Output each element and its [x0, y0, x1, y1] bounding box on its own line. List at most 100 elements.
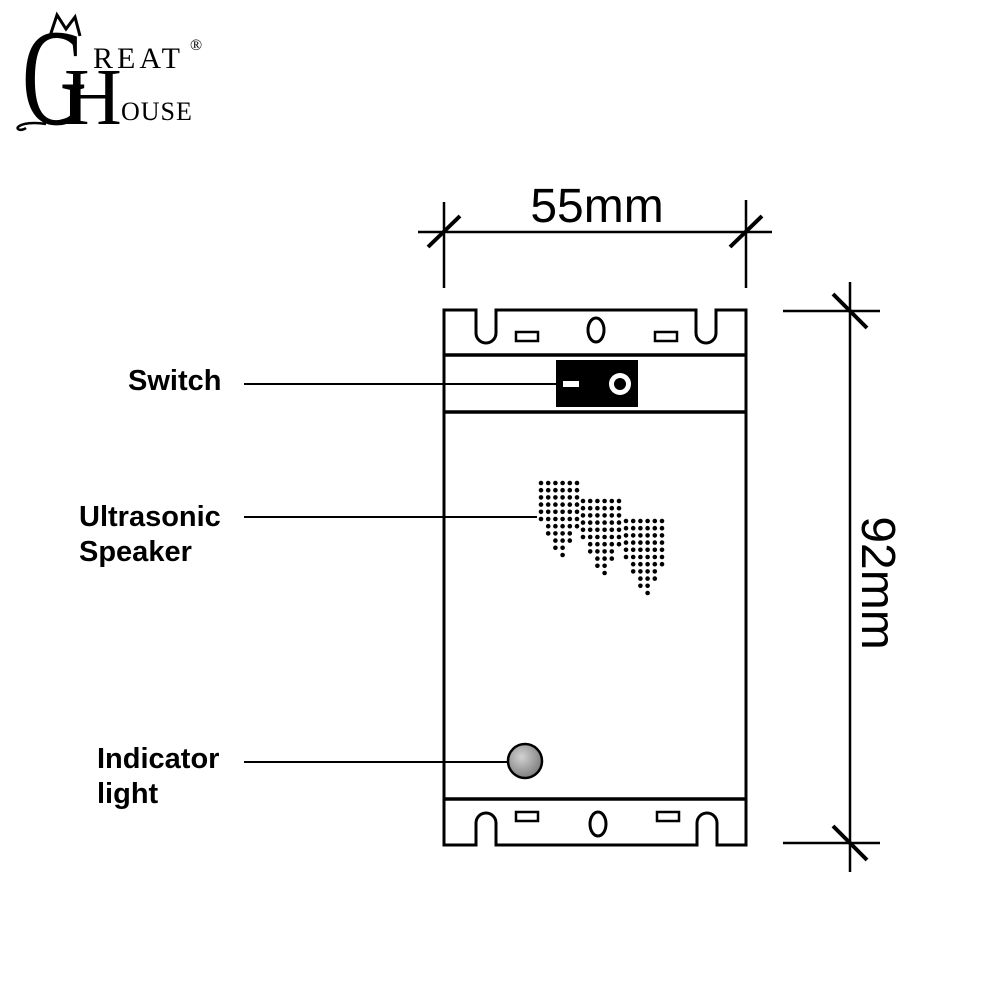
speaker-label-line1: Ultrasonic: [79, 501, 221, 533]
speaker-hole: [602, 505, 607, 511]
speaker-hole: [595, 563, 600, 569]
device-outline: [442, 308, 748, 847]
speaker-hole: [567, 531, 573, 536]
speaker-hole: [553, 487, 558, 493]
speaker-hole: [580, 505, 586, 511]
speaker-hole: [538, 487, 544, 493]
speaker-hole: [645, 561, 650, 567]
speaker-hole: [587, 527, 593, 533]
bottom-mount-slot-left: [514, 810, 540, 823]
logo-top-text: REAT: [93, 42, 184, 75]
speaker-hole: [616, 541, 622, 547]
speaker-hole: [538, 480, 544, 486]
indicator-label-line1: Indicator: [97, 743, 219, 775]
speaker-hole: [652, 533, 658, 538]
speaker-hole: [602, 549, 607, 554]
speaker-hole: [623, 525, 629, 531]
speaker-hole: [567, 480, 573, 486]
speaker-hole: [553, 545, 558, 551]
speaker-hole: [659, 547, 665, 553]
speaker-hole: [638, 576, 643, 581]
speaker-hole: [630, 561, 636, 567]
speaker-hole: [567, 516, 573, 522]
speaker-hole: [574, 495, 580, 500]
speaker-hole: [580, 527, 586, 533]
speaker-hole: [538, 502, 544, 507]
speaker-hole: [560, 552, 565, 558]
speaker-hole: [659, 525, 665, 531]
speaker-hole: [580, 534, 586, 540]
speaker-hole: [623, 533, 629, 538]
speaker-grille: [538, 480, 665, 596]
speaker-hole: [659, 561, 665, 567]
power-switch: [556, 360, 638, 407]
speaker-hole: [652, 518, 658, 524]
speaker-hole: [595, 513, 600, 518]
speaker-hole: [553, 531, 558, 536]
speaker-hole: [560, 509, 565, 515]
speaker-hole: [595, 556, 600, 561]
speaker-hole: [538, 509, 544, 515]
speaker-hole: [587, 498, 593, 504]
speaker-hole: [545, 495, 551, 500]
speaker-hole: [574, 487, 580, 493]
speaker-hole: [659, 540, 665, 545]
indicator-callout: Indicator light: [97, 743, 508, 810]
speaker-hole: [602, 534, 607, 540]
speaker-hole: [595, 527, 600, 533]
speaker-hole: [545, 531, 551, 536]
speaker-hole: [609, 505, 615, 511]
speaker-hole: [595, 520, 600, 525]
speaker-hole: [638, 518, 643, 524]
speaker-hole: [602, 541, 607, 547]
logo-letter-h: H: [64, 54, 122, 142]
speaker-hole: [609, 513, 615, 518]
speaker-hole: [587, 541, 593, 547]
speaker-hole: [545, 487, 551, 493]
speaker-hole: [602, 520, 607, 525]
device-body: [442, 308, 748, 847]
speaker-hole: [587, 513, 593, 518]
speaker-hole: [645, 590, 650, 596]
width-tick-right: [728, 214, 764, 249]
speaker-hole: [638, 525, 643, 531]
speaker-hole: [553, 480, 558, 486]
speaker-hole: [638, 554, 643, 560]
indicator-label-line2: light: [97, 778, 159, 810]
speaker-hole: [560, 516, 565, 522]
speaker-hole: [602, 570, 607, 576]
speaker-hole: [630, 525, 636, 531]
speaker-hole: [652, 547, 658, 553]
logo-letter-g: G: [22, 2, 87, 155]
speaker-hole: [567, 495, 573, 500]
speaker-hole: [645, 540, 650, 545]
speaker-hole: [580, 513, 586, 518]
speaker-hole: [645, 547, 650, 553]
speaker-hole: [638, 561, 643, 567]
speaker-hole: [595, 505, 600, 511]
speaker-hole: [609, 541, 615, 547]
height-tick-bottom: [831, 824, 869, 862]
speaker-hole: [652, 525, 658, 531]
speaker-hole: [609, 527, 615, 533]
switch-callout: Switch: [128, 365, 556, 397]
speaker-hole: [574, 523, 580, 529]
speaker-hole: [659, 554, 665, 560]
speaker-hole: [574, 516, 580, 522]
speaker-hole: [538, 516, 544, 522]
speaker-hole: [659, 518, 665, 524]
speaker-hole: [630, 554, 636, 560]
speaker-hole: [553, 502, 558, 507]
speaker-hole: [645, 569, 650, 574]
speaker-hole: [595, 498, 600, 504]
speaker-hole: [630, 547, 636, 553]
speaker-hole: [595, 534, 600, 540]
speaker-hole: [616, 513, 622, 518]
height-tick-top: [831, 292, 869, 330]
speaker-hole: [560, 545, 565, 551]
speaker-hole: [623, 554, 629, 560]
speaker-hole: [595, 549, 600, 554]
speaker-hole: [623, 540, 629, 545]
indicator-light: [506, 742, 544, 780]
speaker-hole: [616, 498, 622, 504]
